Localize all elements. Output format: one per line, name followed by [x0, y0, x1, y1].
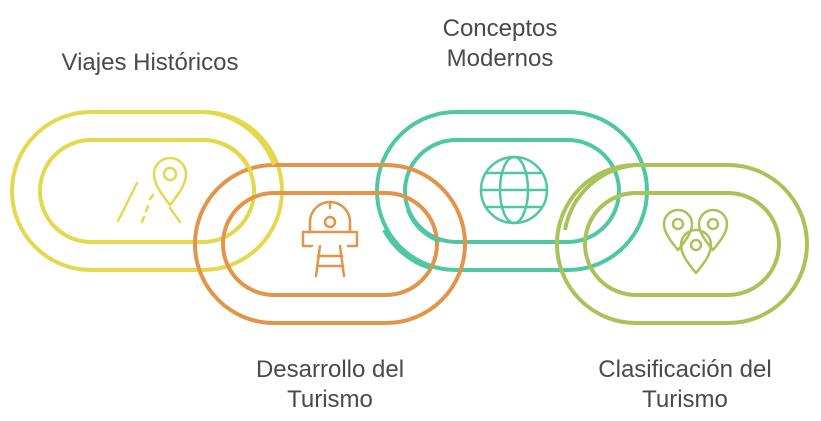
label-desarrollo-line-2: Turismo	[287, 386, 373, 413]
label-desarrollo-line-1: Desarrollo del	[255, 356, 405, 383]
map-pin-road-icon	[116, 156, 188, 224]
label-desarrollo-turismo: Desarrollo del Turismo	[210, 355, 450, 415]
label-viajes-line-1: Viajes Históricos	[61, 49, 239, 76]
label-conceptos-modernos: Conceptos Modernos	[380, 14, 620, 74]
label-clasificacion-line-1: Clasificación del	[598, 356, 772, 383]
label-conceptos-line-1: Conceptos	[442, 15, 558, 42]
chain-link-clasificacion	[555, 163, 809, 325]
chain-interlock-conceptos-over	[382, 209, 441, 270]
train-station-icon	[301, 200, 359, 278]
label-conceptos-line-2: Modernos	[446, 45, 554, 72]
label-clasificacion-turismo: Clasificación del Turismo	[565, 355, 805, 415]
label-viajes-historicos: Viajes Históricos	[30, 48, 270, 78]
globe-icon	[479, 155, 549, 225]
chain-link-viajes	[10, 110, 284, 272]
multiple-map-pins-icon	[662, 208, 729, 275]
chain-link-desarrollo	[193, 163, 467, 325]
chain-interlock-clasificacion-over	[563, 163, 637, 231]
label-clasificacion-line-2: Turismo	[642, 386, 728, 413]
chain-interlock-viajes-over	[202, 110, 276, 173]
